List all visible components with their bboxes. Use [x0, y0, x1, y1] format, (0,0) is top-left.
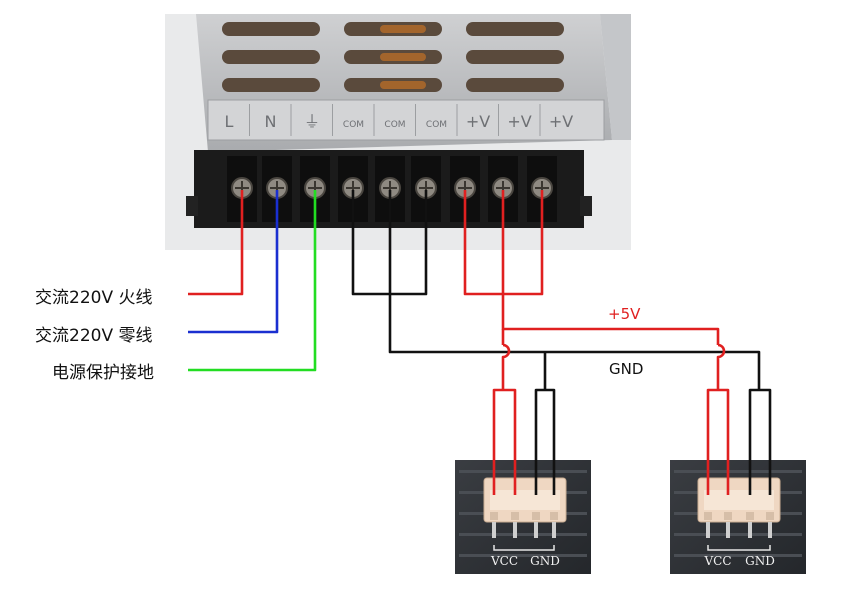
wire-plus-5v-hop-1 — [501, 343, 511, 390]
terminal-label: ⏚ — [304, 112, 320, 131]
gnd-label: GND — [530, 554, 560, 568]
terminal-label: L — [225, 112, 234, 131]
terminal-label: COM — [384, 120, 405, 130]
led-boards: VCC GND VCC GND — [455, 460, 806, 574]
vcc-label: VCC — [703, 554, 731, 568]
terminal-screw — [300, 156, 330, 222]
terminal-label: +V — [507, 112, 531, 131]
terminal-label-strip: L N ⏚ COM COM COM +V +V +V — [225, 104, 573, 136]
terminal-label: +V — [549, 112, 573, 131]
wire-plus-5v-bus — [501, 190, 720, 345]
label-ac-live: 交流220V 火线 — [35, 288, 153, 308]
led-board: VCC GND — [670, 460, 806, 574]
wire-plus-5v-hop-2 — [716, 343, 726, 390]
power-supply: L N ⏚ COM COM COM +V +V +V — [165, 14, 631, 250]
wires — [188, 190, 772, 495]
terminal-label: COM — [343, 120, 364, 130]
gnd-label: GND — [745, 554, 775, 568]
jst-connector — [483, 477, 567, 538]
terminal-label: COM — [426, 120, 447, 130]
wire-protective-ground — [188, 190, 317, 372]
wire-board1-gnd — [534, 388, 556, 495]
wire-board1-vcc — [492, 388, 517, 495]
label-ac-neutral: 交流220V 零线 — [35, 326, 153, 346]
label-gnd: GND — [609, 360, 644, 378]
terminal-label: N — [265, 112, 277, 131]
label-plus-5v: +5V — [608, 305, 641, 323]
wire-gnd-bus — [388, 190, 761, 390]
led-board: VCC GND — [455, 460, 591, 574]
jst-connector — [697, 477, 781, 538]
label-protective-ground: 电源保护接地 — [52, 363, 154, 383]
wire-board2-gnd — [748, 388, 772, 495]
vcc-label: VCC — [490, 554, 518, 568]
wire-board2-vcc — [706, 388, 730, 495]
terminal-label: +V — [466, 112, 490, 131]
wire-ac-neutral — [188, 190, 279, 334]
wire-ac-live — [188, 190, 244, 296]
